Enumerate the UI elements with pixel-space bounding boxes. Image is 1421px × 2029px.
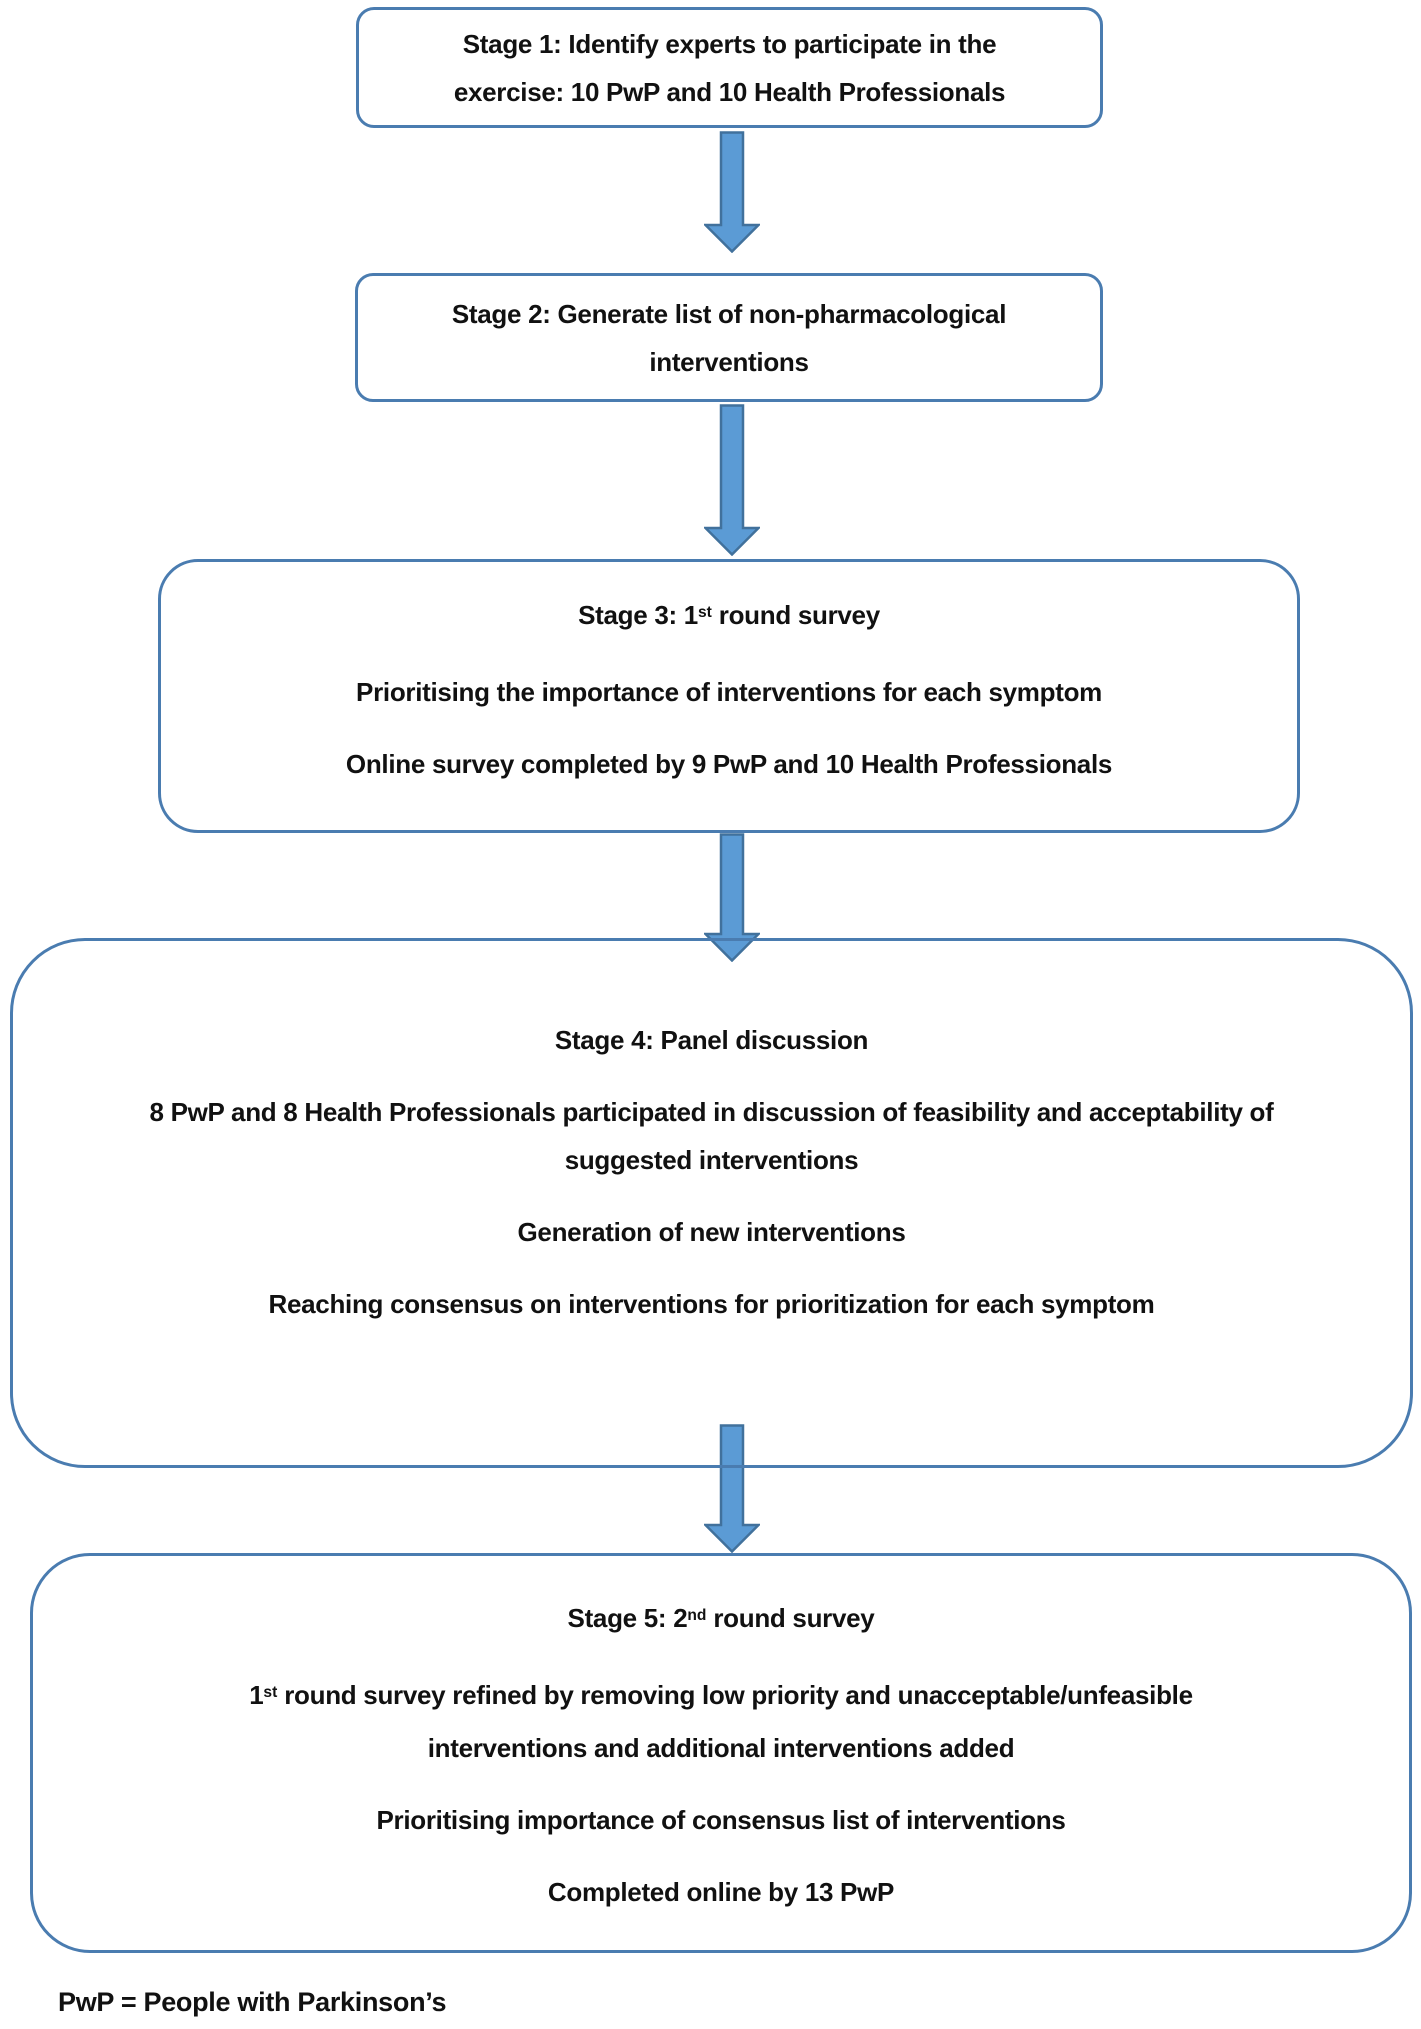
stage4-title: Stage 4: Panel discussion <box>554 1025 869 1055</box>
stage5-paragraph2: 1st round survey refined by removing low… <box>249 1671 1193 1772</box>
stage5-text-line2b: interventions and additional interventio… <box>427 1733 1015 1763</box>
stage5-text-line2a: 1st round survey refined by removing low… <box>249 1671 1193 1724</box>
stage3-title-post: round survey <box>711 600 880 630</box>
stage5-title-pre: Stage 5: 2 <box>567 1603 688 1633</box>
stage5-title: Stage 5: 2nd round survey <box>33 1594 1409 1647</box>
stage3-text-line2: Prioritising the importance of intervent… <box>356 677 1102 707</box>
stage5-p2-post: round survey refined by removing low pri… <box>277 1680 1193 1710</box>
stage5-p2-superscript: st <box>263 1683 278 1701</box>
stage2-box: Stage 2: Generate list of non-pharmacolo… <box>355 273 1103 402</box>
stage1-text-line1: Stage 1: Identify experts to participate… <box>462 28 997 59</box>
down-arrow-stage3-to-stage4 <box>704 833 760 962</box>
down-arrow-icon <box>704 404 760 556</box>
down-arrow-stage4-to-stage5 <box>704 1424 760 1553</box>
stage5-p2-pre: 1 <box>249 1680 264 1710</box>
stage5-title-superscript: nd <box>687 1606 707 1624</box>
stage5-box: Stage 5: 2nd round survey 1st round surv… <box>30 1553 1412 1953</box>
stage1-box: Stage 1: Identify experts to participate… <box>356 7 1103 128</box>
stage2-text-line1: Stage 2: Generate list of non-pharmacolo… <box>451 298 1007 329</box>
stage2-text-line2: interventions <box>649 346 809 377</box>
stage4-box: Stage 4: Panel discussion 8 PwP and 8 He… <box>10 938 1413 1468</box>
abbreviation-footnote: PwP = People with Parkinson’s <box>58 1987 447 2017</box>
stage4-paragraph2: 8 PwP and 8 Health Professionals partici… <box>150 1088 1274 1184</box>
stage1-text-line2: exercise: 10 PwP and 10 Health Professio… <box>453 76 1006 107</box>
stage4-text-line2a: 8 PwP and 8 Health Professionals partici… <box>149 1097 1274 1127</box>
stage3-text-line3: Online survey completed by 9 PwP and 10 … <box>345 749 1113 779</box>
stage5-text-line4: Completed online by 13 PwP <box>547 1877 895 1907</box>
down-arrow-stage1-to-stage2 <box>704 131 760 253</box>
stage3-title: Stage 3: 1st round survey <box>161 591 1297 644</box>
stage4-text-line4: Reaching consensus on interventions for … <box>268 1289 1155 1319</box>
stage5-text-line3: Prioritising importance of consensus lis… <box>376 1805 1066 1835</box>
stage3-title-pre: Stage 3: 1 <box>578 600 698 630</box>
down-arrow-icon <box>704 131 760 253</box>
stage4-text-line2b: suggested interventions <box>564 1145 859 1175</box>
down-arrow-stage2-to-stage3 <box>704 404 760 556</box>
stage5-title-post: round survey <box>706 1603 875 1633</box>
down-arrow-icon <box>704 1424 760 1553</box>
stage4-text-line3: Generation of new interventions <box>517 1217 906 1247</box>
down-arrow-icon <box>704 833 760 962</box>
stage3-box: Stage 3: 1st round survey Prioritising t… <box>158 559 1300 833</box>
stage3-title-superscript: st <box>697 603 712 621</box>
